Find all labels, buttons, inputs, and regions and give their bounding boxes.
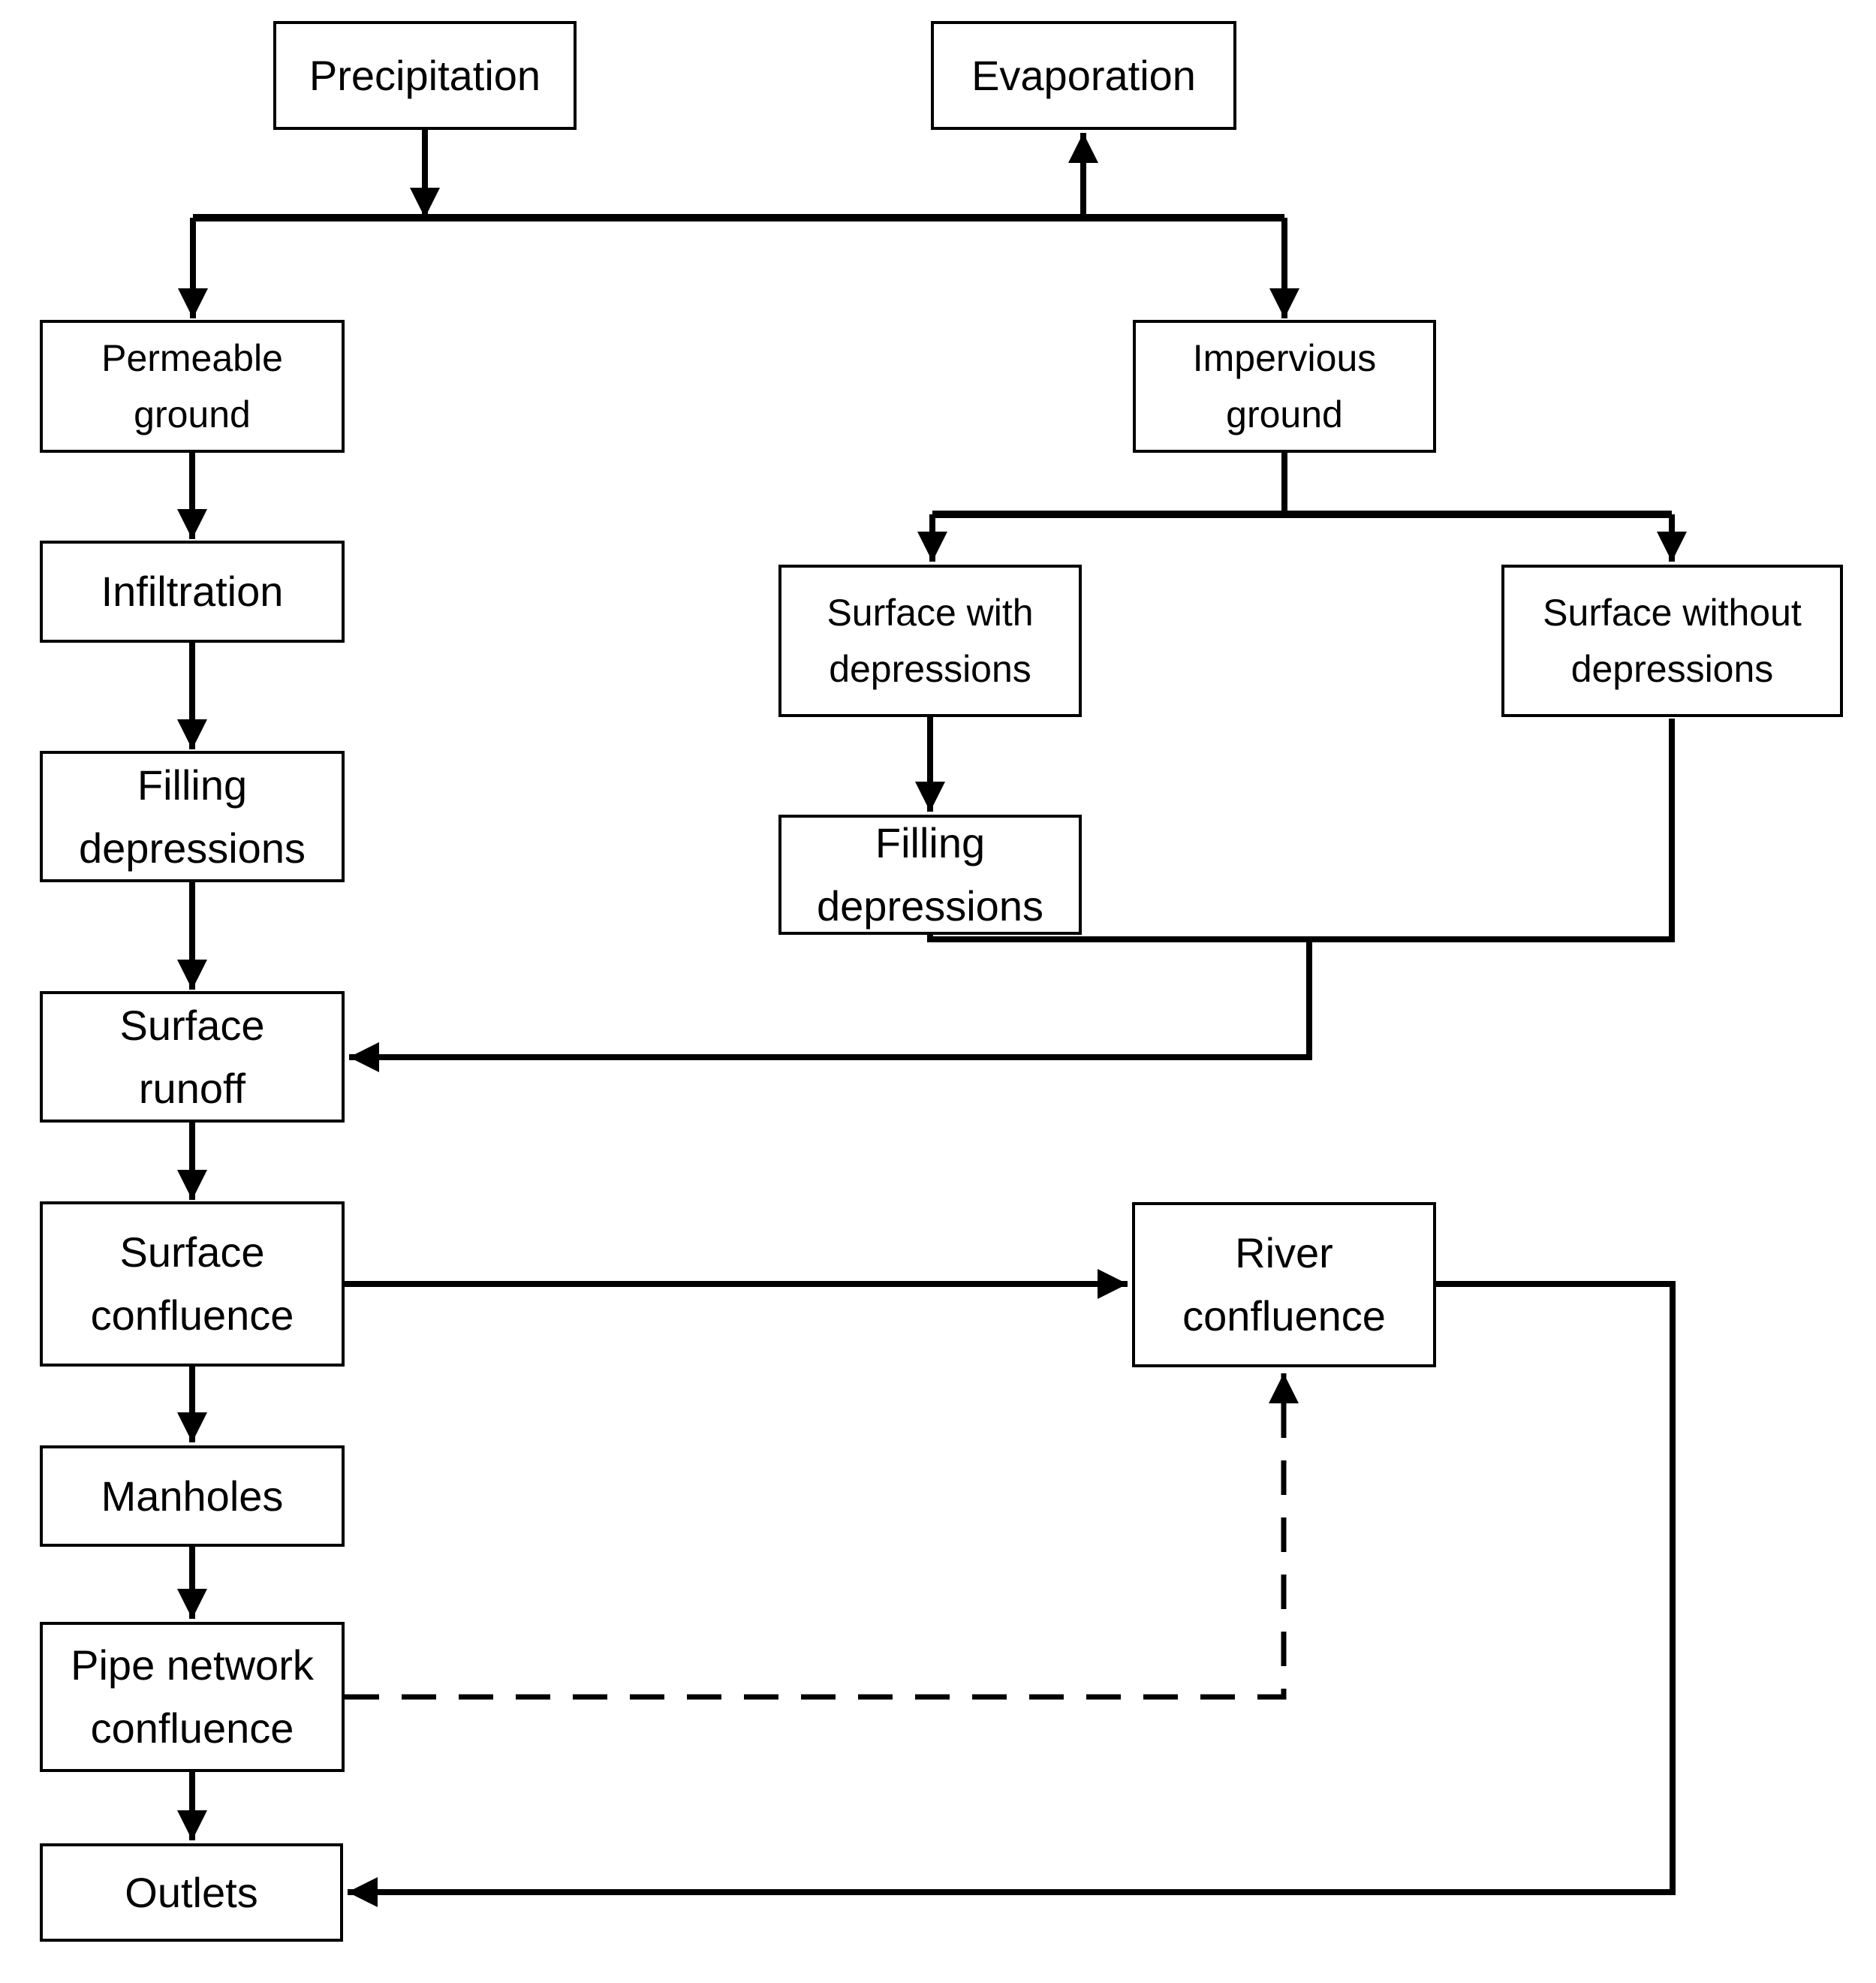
node-label: Filling bbox=[875, 819, 986, 866]
edge-join-to-surface-runoff bbox=[349, 939, 1312, 1072]
edge-join-line bbox=[927, 719, 1675, 942]
node-pipe-network-confluence: Pipe network confluence bbox=[40, 1622, 345, 1772]
node-surface-without-depressions: Surface without depressions bbox=[1501, 565, 1843, 717]
node-outlets: Outlets bbox=[40, 1843, 343, 1942]
node-label: Impervious bbox=[1192, 336, 1377, 379]
node-label: Filling bbox=[137, 761, 248, 809]
node-label: confluence bbox=[1182, 1292, 1386, 1340]
node-filling-depressions-left: Filling depressions bbox=[40, 751, 345, 882]
node-permeable-ground: Permeable ground bbox=[40, 320, 345, 453]
node-label: Evaporation bbox=[971, 51, 1196, 99]
node-label: runoff bbox=[138, 1064, 246, 1112]
node-label: depressions bbox=[817, 882, 1043, 930]
node-label: ground bbox=[134, 393, 251, 435]
node-label: Permeable bbox=[101, 336, 283, 379]
node-impervious-ground: Impervious ground bbox=[1133, 320, 1436, 453]
node-label: Pipe network bbox=[71, 1641, 314, 1689]
node-infiltration: Infiltration bbox=[40, 541, 345, 643]
edge-river-to-outlets bbox=[348, 1281, 1676, 1907]
node-evaporation: Evaporation bbox=[931, 21, 1236, 130]
node-surface-confluence: Surface confluence bbox=[40, 1201, 345, 1367]
node-label: Infiltration bbox=[101, 568, 284, 615]
node-precipitation: Precipitation bbox=[273, 21, 577, 130]
node-surface-runoff: Surface runoff bbox=[40, 991, 345, 1123]
node-manholes: Manholes bbox=[40, 1445, 345, 1547]
node-label: Outlets bbox=[125, 1868, 258, 1916]
node-label: ground bbox=[1226, 393, 1343, 435]
node-label: Surface with bbox=[827, 591, 1034, 634]
node-label: Precipitation bbox=[309, 51, 541, 99]
node-label: Surface without bbox=[1543, 591, 1802, 634]
node-label: depressions bbox=[829, 647, 1031, 690]
node-label: River bbox=[1235, 1229, 1333, 1276]
node-filling-depressions-mid: Filling depressions bbox=[778, 815, 1082, 935]
node-label: confluence bbox=[90, 1291, 294, 1339]
node-label: Manholes bbox=[101, 1472, 284, 1520]
node-label: depressions bbox=[1570, 647, 1774, 690]
edge-pipe-network-to-river-dashed bbox=[345, 1373, 1299, 1700]
node-label: Surface bbox=[119, 1001, 265, 1049]
node-label: Surface bbox=[119, 1228, 265, 1276]
node-river-confluence: River confluence bbox=[1132, 1202, 1436, 1367]
node-surface-with-depressions: Surface with depressions bbox=[778, 565, 1082, 717]
node-label: depressions bbox=[79, 824, 306, 872]
node-label: confluence bbox=[90, 1704, 294, 1752]
